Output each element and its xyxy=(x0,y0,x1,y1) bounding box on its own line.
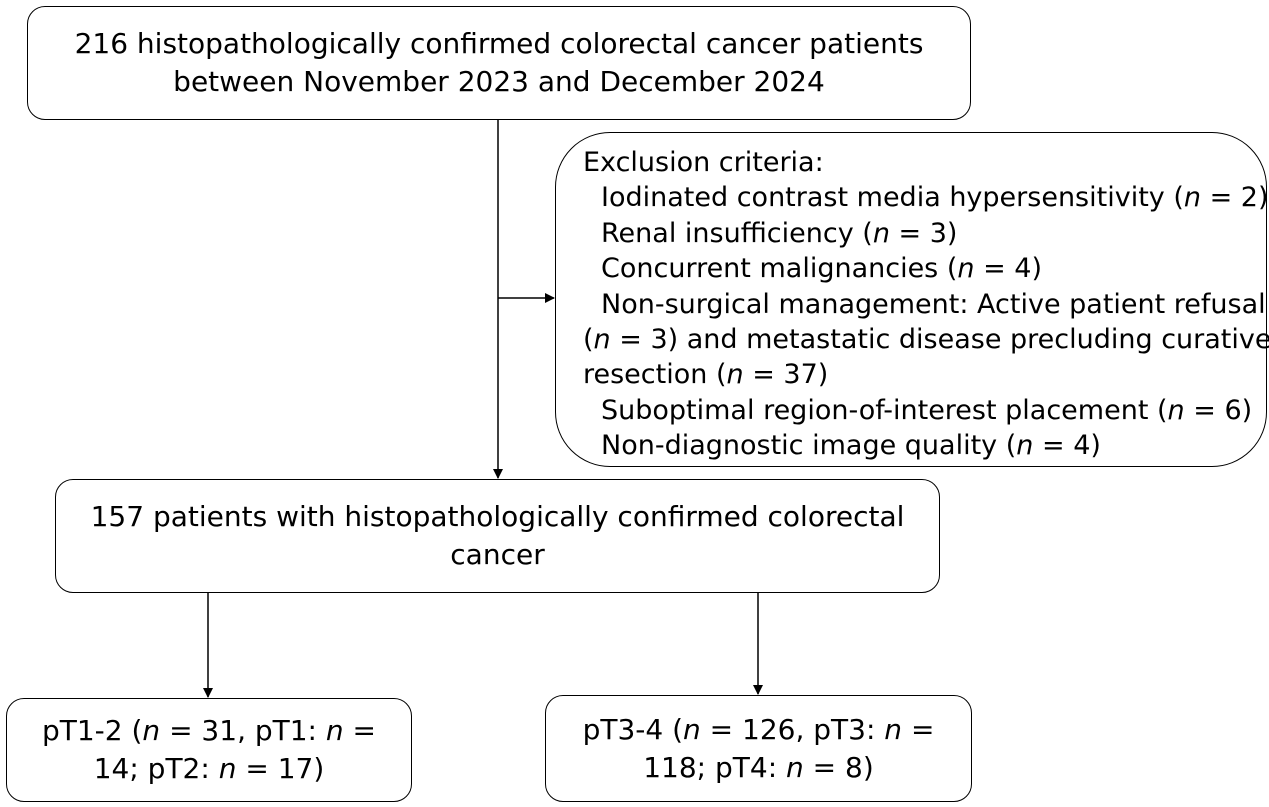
pt1-2-line-1: pT1-2 (n = 31, pT1: n = xyxy=(41,714,377,747)
exclusion-item-renal: Renal insufficiency (n = 3) xyxy=(601,217,958,249)
exclusion-item-malignancies: Concurrent malignancies (n = 4) xyxy=(601,253,1042,285)
exclusion-item-contrast: Iodinated contrast media hypersensitivit… xyxy=(601,182,1269,214)
initial-cohort-line-1: 216 histopathologically confirmed colore… xyxy=(74,27,924,60)
included-cohort-line-1: 157 patients with histopathologically co… xyxy=(90,500,905,533)
exclusion-criteria-box: Exclusion criteria: Iodinated contrast m… xyxy=(555,132,1269,467)
pt3-4-line-1: pT3-4 (n = 126, pT3: n = xyxy=(582,712,935,746)
pt3-4-line-2: 118; pT4: n = 8) xyxy=(643,750,874,784)
included-cohort-box: 157 patients with histopathologically co… xyxy=(55,479,940,593)
pt1-2-group-box: pT1-2 (n = 31, pT1: n = 14; pT2: n = 17) xyxy=(6,698,412,802)
exclusion-item-roi: Suboptimal region-of-interest placement … xyxy=(601,394,1253,426)
exclusion-heading: Exclusion criteria: xyxy=(583,147,824,178)
exclusion-item-image-quality: Non-diagnostic image quality (n = 4) xyxy=(601,430,1101,462)
exclusion-item-nonsurgical-line-2: (n = 3) and metastatic disease precludin… xyxy=(583,324,1269,356)
included-cohort-line-2: cancer xyxy=(450,538,545,571)
pt1-2-line-2: 14; pT2: n = 17) xyxy=(93,752,325,785)
exclusion-item-nonsurgical-line-1: Non-surgical management: Active patient … xyxy=(601,288,1266,320)
initial-cohort-box: 216 histopathologically confirmed colore… xyxy=(27,6,971,120)
pt3-4-group-box: pT3-4 (n = 126, pT3: n = 118; pT4: n = 8… xyxy=(545,695,972,802)
exclusion-item-nonsurgical-line-3: resection (n = 37) xyxy=(583,359,829,391)
initial-cohort-line-2: between November 2023 and December 2024 xyxy=(173,65,825,98)
